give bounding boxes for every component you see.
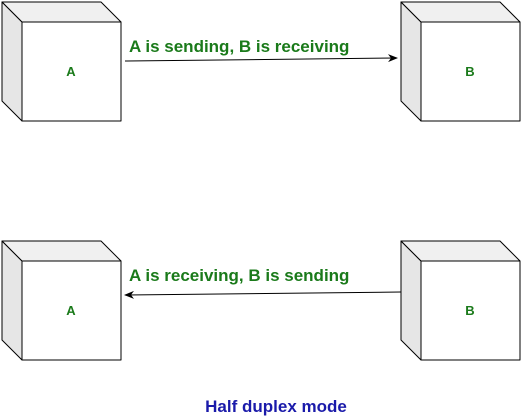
bottom-node-a-top — [1, 240, 122, 262]
top-message: A is sending, B is receiving — [129, 37, 349, 56]
bottom-node-b-side — [400, 240, 422, 361]
bottom-node-a-label: A — [66, 303, 76, 318]
diagram-caption: Half duplex mode — [205, 397, 347, 416]
bottom-arrow-b-to-a — [124, 290, 402, 299]
top-node-a-front — [21, 21, 122, 122]
top-node-a-label: A — [66, 64, 76, 79]
bottom-node-b: B — [400, 240, 521, 361]
top-node-b: B — [400, 1, 521, 122]
top-node-b-side — [400, 1, 422, 122]
top-node-b-label: B — [465, 64, 474, 79]
bottom-node-a: A — [1, 240, 122, 361]
top-node-a-top — [1, 1, 122, 23]
top-node-a-side — [1, 1, 23, 122]
top-node-a: A — [1, 1, 122, 122]
bottom-node-b-label: B — [465, 303, 474, 318]
bottom-message: A is receiving, B is sending — [129, 266, 349, 285]
bottom-node-a-side — [1, 240, 23, 361]
top-arrow-a-to-b — [124, 54, 398, 63]
bottom-node-b-front — [420, 260, 521, 361]
bottom-node-b-top — [400, 240, 521, 262]
top-node-b-top — [400, 1, 521, 23]
top-node-b-front — [420, 21, 521, 122]
bottom-node-a-front — [21, 260, 122, 361]
